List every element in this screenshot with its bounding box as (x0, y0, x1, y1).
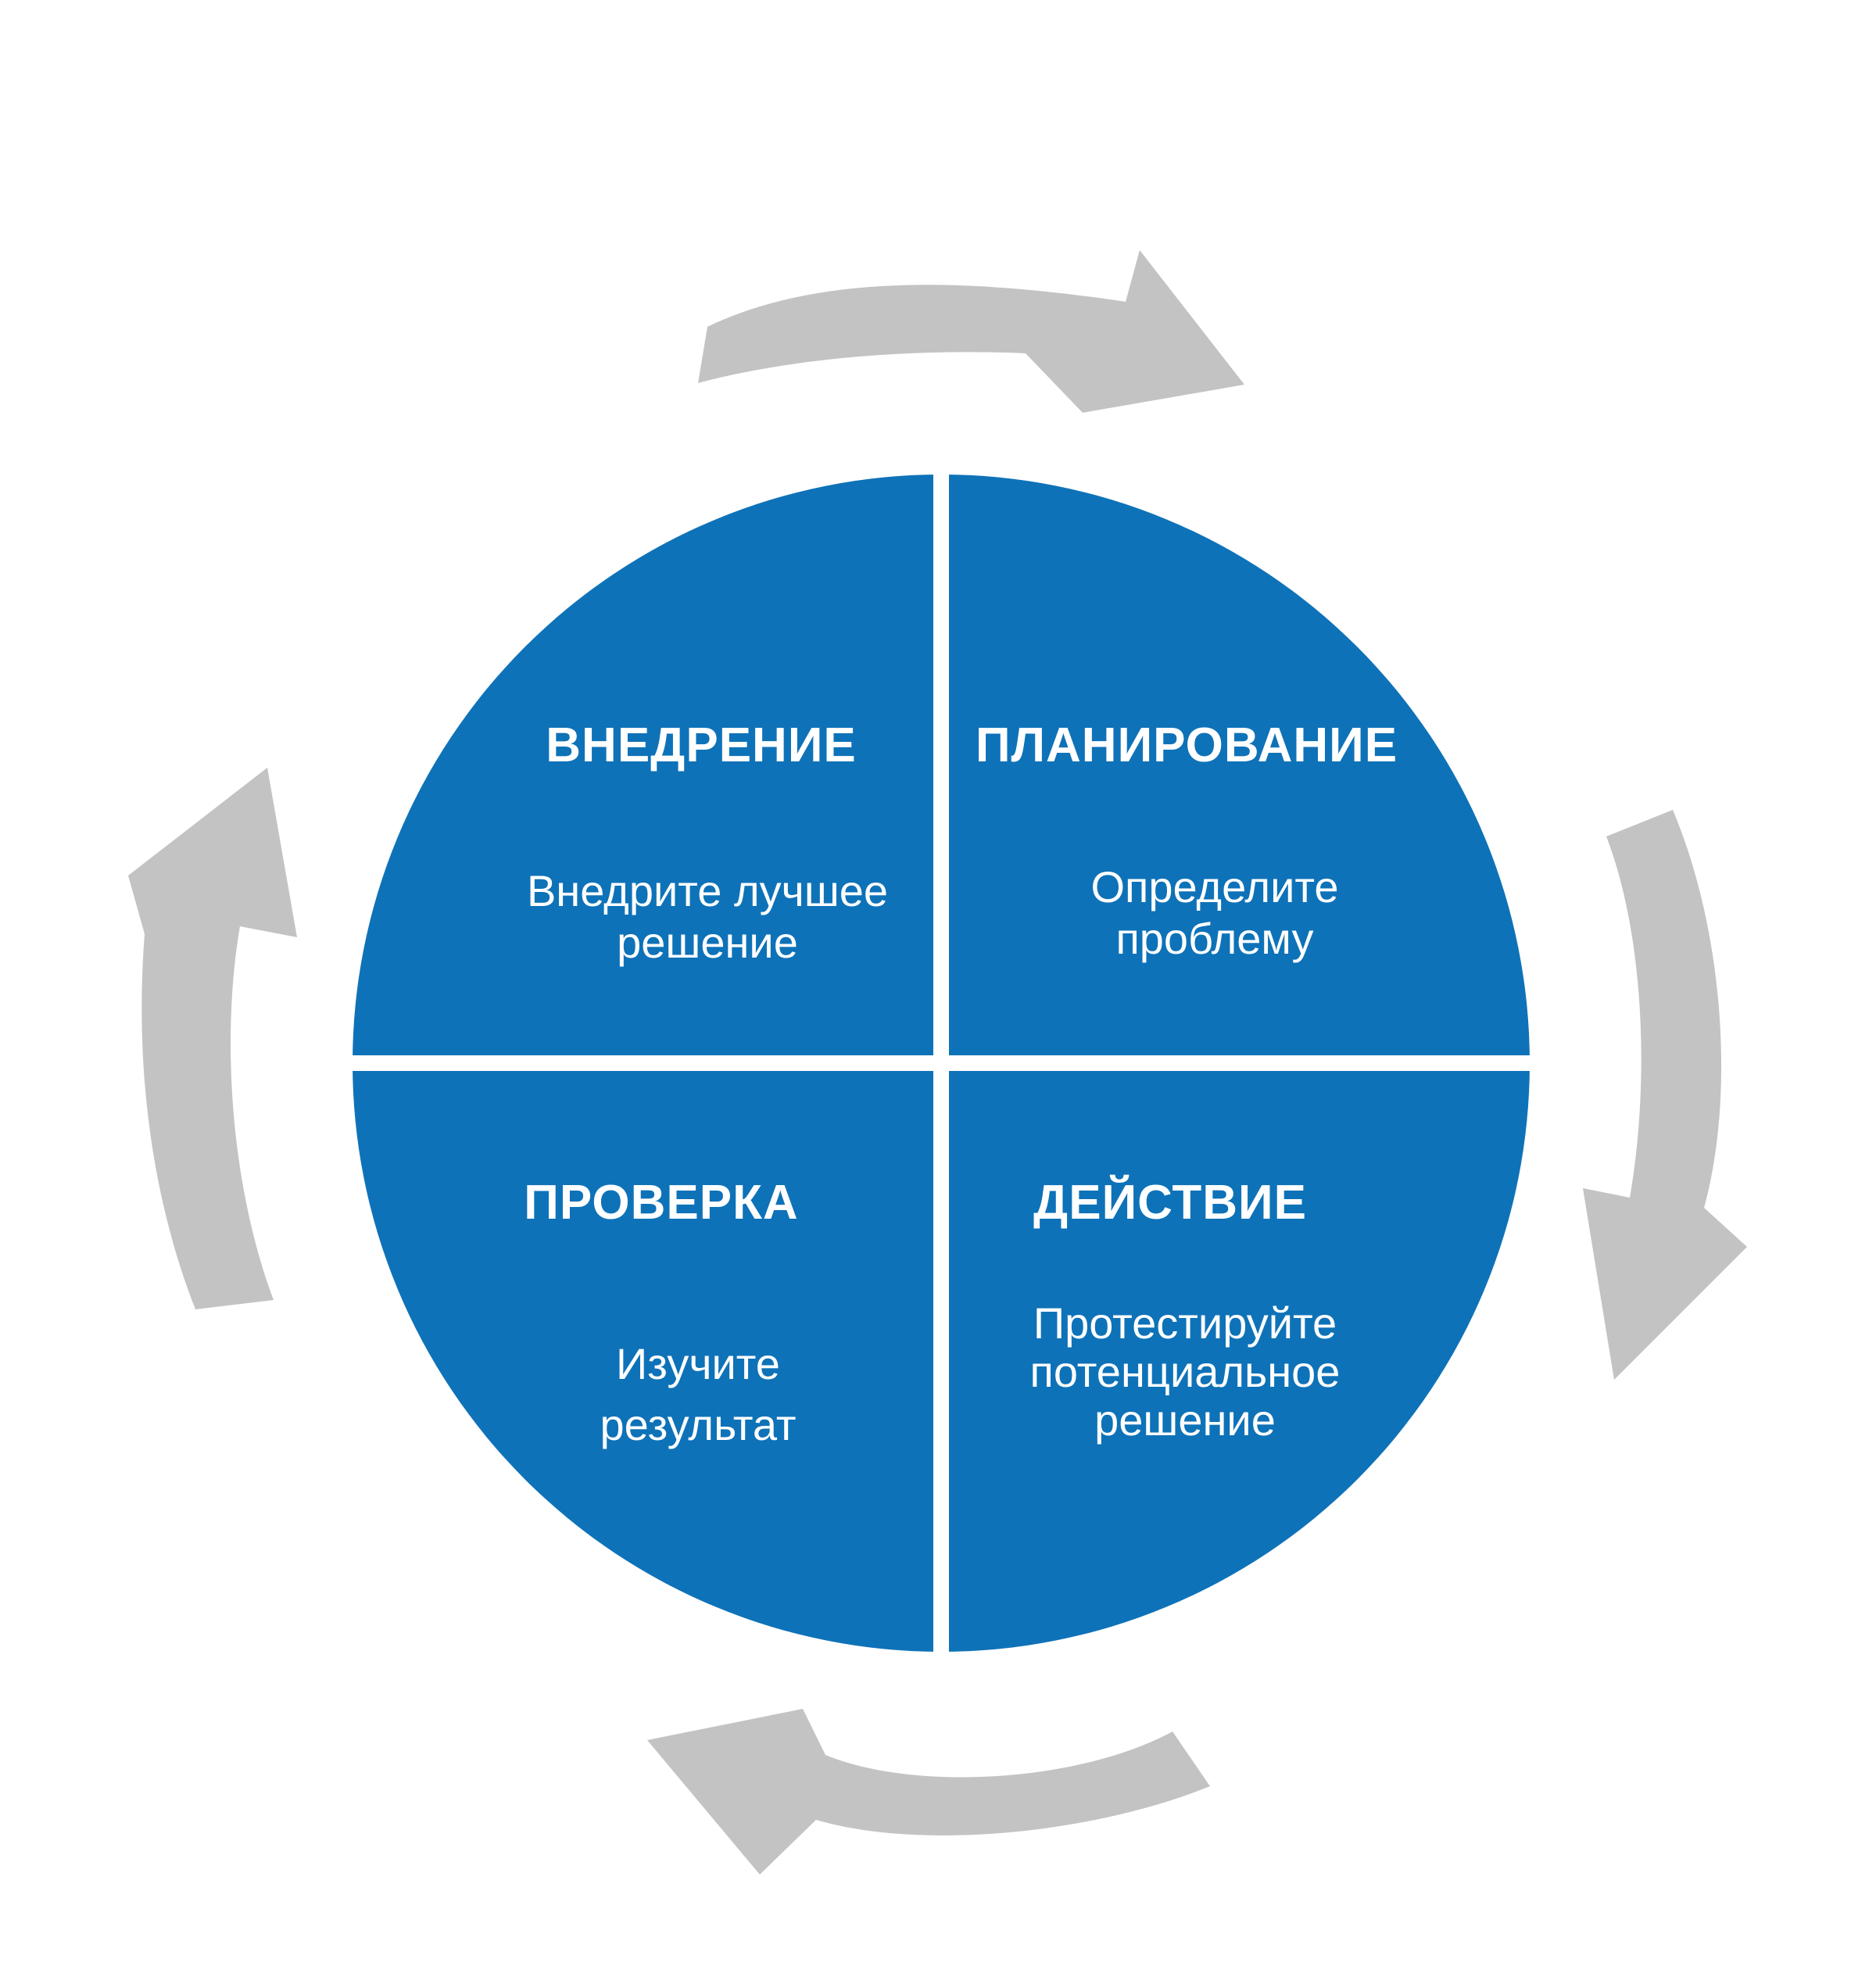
quadrant-title-do: ДЕЙСТВИЕ (1033, 1176, 1307, 1230)
quadrant-body-implement-line2: решение (617, 918, 798, 967)
quadrant-body-check-line2: результат (600, 1400, 797, 1449)
cycle-arrow-left-icon (128, 768, 297, 1309)
quadrant-body-check: Изучите результат (464, 1334, 933, 1456)
quadrant-body-plan-line2: проблему (1115, 914, 1314, 963)
quadrant-body-check-line1: Изучите (616, 1339, 780, 1388)
quadrant-body-do-line2: потенциальное (1029, 1347, 1341, 1396)
quadrant-body-plan-line1: Определите (1090, 862, 1339, 911)
quadrant-body-do: Протестируйте потенциальное решение (951, 1299, 1420, 1445)
quadrant-title-check: ПРОВЕРКА (524, 1176, 799, 1230)
cycle-arrow-bottom-icon (647, 1709, 1210, 1875)
quadrant-body-implement: Внедрите лучшее решение (473, 865, 942, 969)
cycle-arrow-top-icon (698, 250, 1244, 413)
quadrant-divider-horizontal (336, 1055, 1546, 1071)
quadrant-body-do-line1: Протестируйте (1033, 1298, 1337, 1348)
quadrant-title-implement: ВНЕДРЕНИЕ (546, 718, 857, 772)
quadrant-body-do-line3: решение (1094, 1395, 1276, 1445)
quadrant-body-plan: Определите проблему (980, 861, 1449, 965)
cycle-arrow-right-icon (1583, 810, 1747, 1380)
quadrant-body-implement-line1: Внедрите лучшее (526, 866, 889, 915)
quadrant-title-plan: ПЛАНИРОВАНИЕ (975, 718, 1398, 772)
